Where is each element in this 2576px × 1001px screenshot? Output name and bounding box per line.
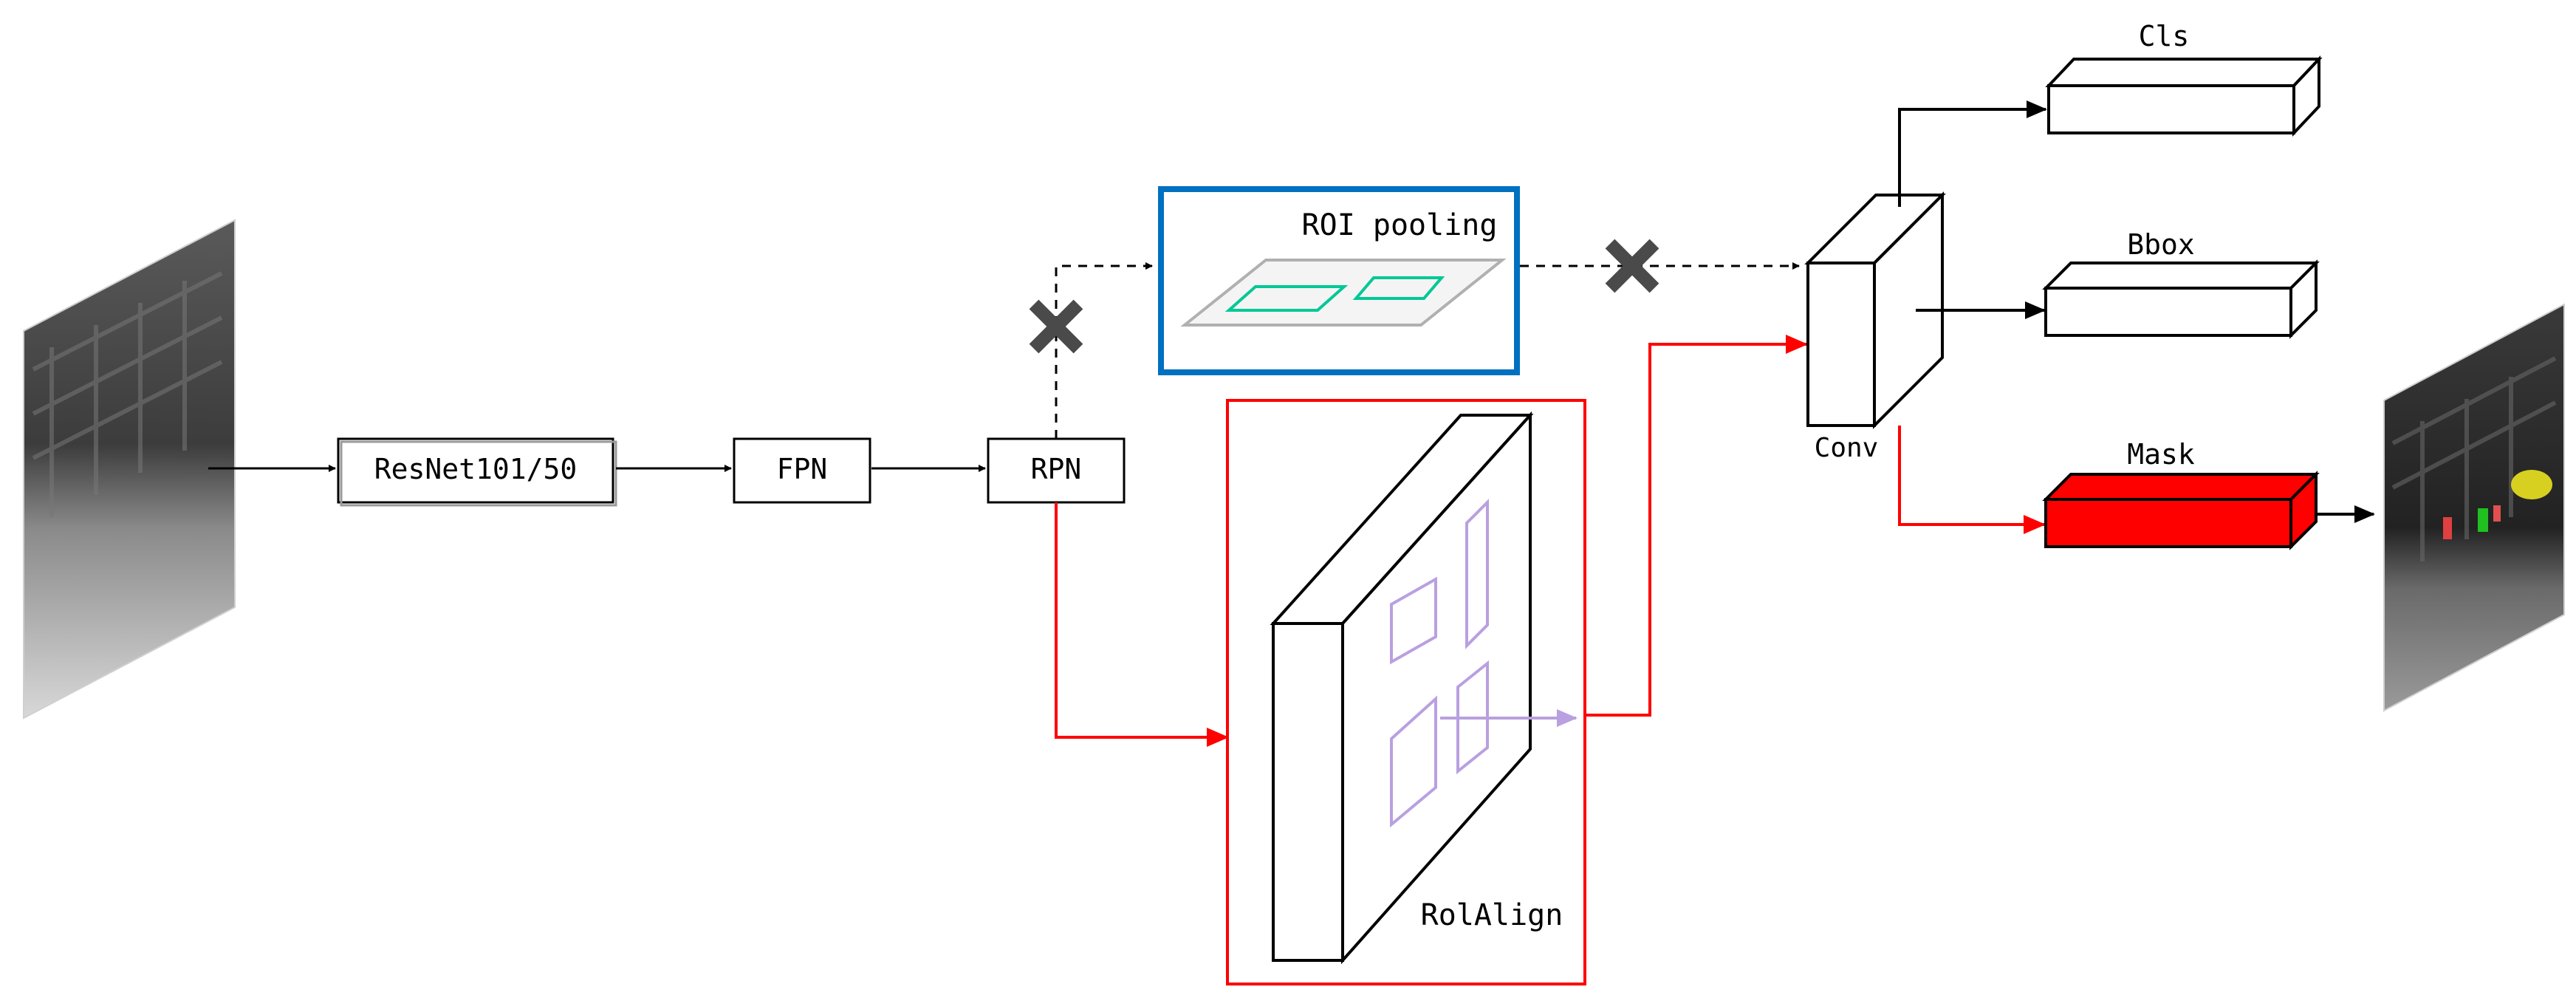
align-region-2 (1465, 499, 1489, 649)
align-region-4 (1456, 660, 1489, 775)
conv-label: Conv (1815, 433, 1879, 463)
mask-object-red-2 (2493, 505, 2501, 522)
arrow-conv-to-cls (1898, 100, 2047, 207)
mask-object-red (2443, 517, 2452, 539)
conv-block: Conv (1804, 191, 1946, 463)
bbox-label: Bbox (2127, 228, 2195, 261)
cls-head: Cls (2045, 20, 2323, 137)
fpn-label: FPN (777, 453, 828, 485)
roi-region-1 (1224, 285, 1349, 312)
dashed-path-rpn-to-roi-pooling (1055, 262, 1153, 439)
arrow-conv-to-mask (1898, 426, 2046, 534)
roi-pooling-box: ROI pooling (1158, 186, 1520, 375)
roi-region-2 (1352, 276, 1445, 300)
rpn-label: RPN (1031, 453, 1082, 485)
rpn-box: RPN (987, 437, 1126, 504)
fpn-box: FPN (733, 437, 871, 504)
active-path-roialign-to-conv (1585, 335, 1808, 717)
input-image (23, 219, 236, 720)
mask-label: Mask (2127, 438, 2195, 471)
feature-map-front (1272, 622, 1344, 962)
roialign-box: RolAlign (1226, 399, 1586, 985)
resnet-box: ResNet101/50 (337, 437, 617, 507)
mask-head: Mask (2042, 438, 2320, 550)
align-region-1 (1390, 576, 1437, 665)
conv-front (1806, 262, 1876, 427)
mask-object-yellow (2511, 470, 2552, 499)
disabled-x-icon (1029, 299, 1083, 354)
roialign-label: RolAlign (1421, 898, 1563, 932)
mask-object-green (2478, 508, 2488, 532)
resnet-label: ResNet101/50 (374, 453, 578, 485)
roi-pooling-label: ROI pooling (1302, 208, 1498, 242)
disabled-x-icon-2 (1605, 239, 1659, 293)
align-region-3 (1390, 695, 1437, 828)
bbox-head: Bbox (2042, 228, 2320, 339)
output-image (2383, 303, 2565, 712)
active-path-rpn-to-roialign (1055, 502, 1229, 747)
cls-label: Cls (2139, 20, 2190, 52)
